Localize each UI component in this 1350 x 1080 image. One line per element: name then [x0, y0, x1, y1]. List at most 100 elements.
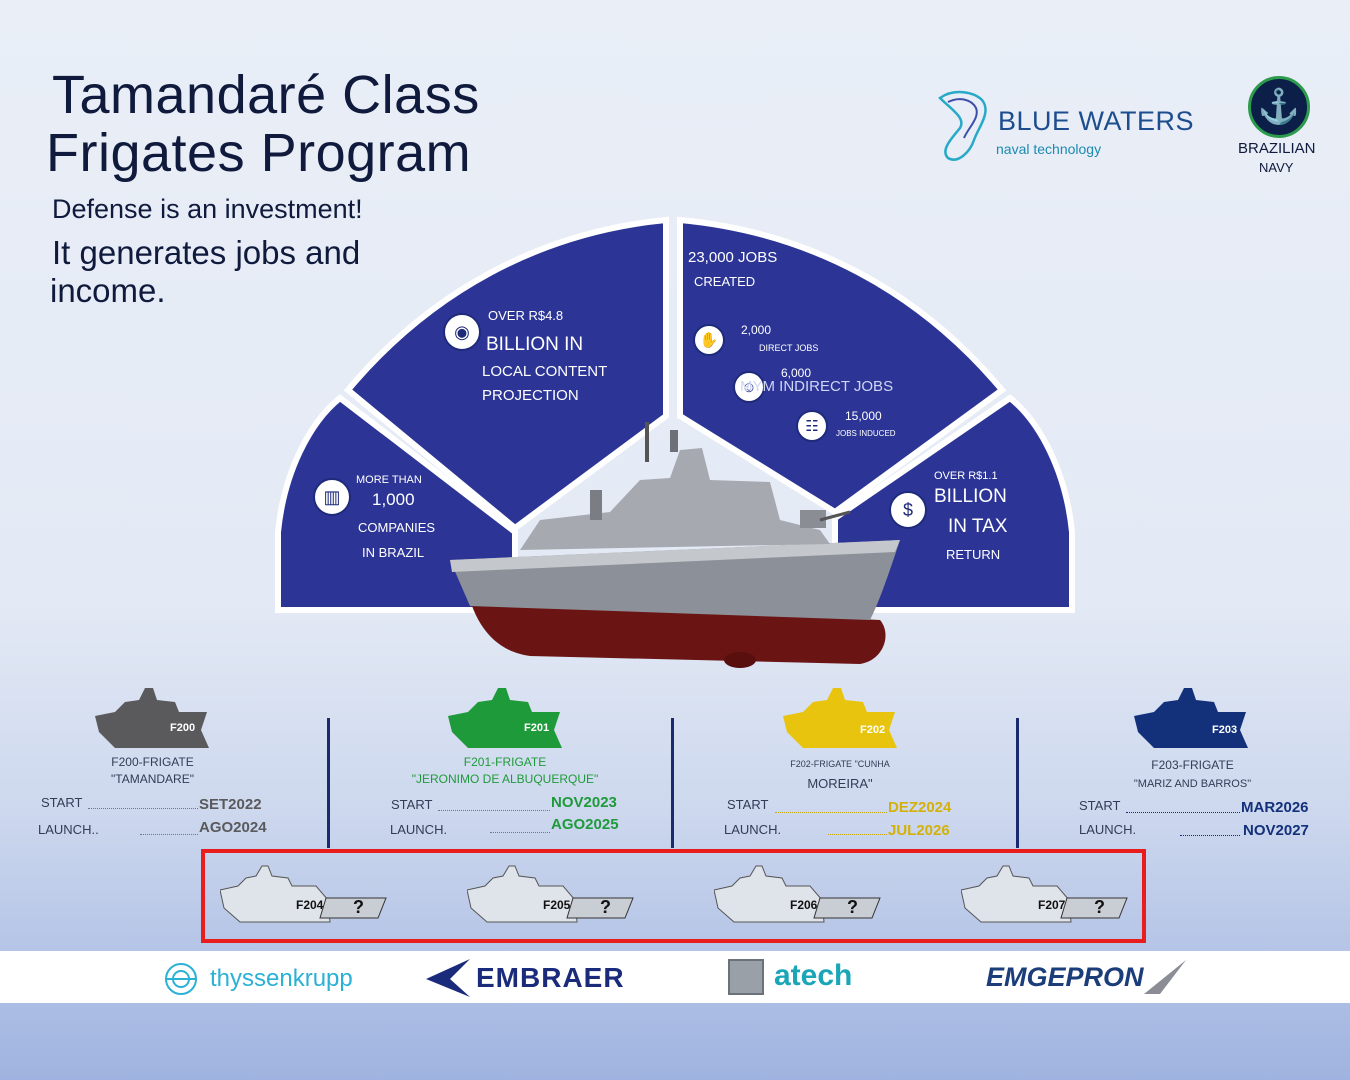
leader-dots	[438, 810, 550, 811]
frigate-f202-name2: MOREIRA"	[807, 776, 873, 791]
local-content-line2: LOCAL CONTENT	[482, 363, 608, 380]
frigate-f200-tag: F200	[170, 722, 196, 734]
timeline-divider	[1016, 718, 1019, 848]
frigate-f207-unknown: ?	[1094, 897, 1105, 917]
worker-icon: ☺	[733, 371, 765, 403]
frigate-f203-icon	[1134, 688, 1248, 748]
partner-embraer: EMBRAER	[476, 962, 625, 993]
frigate-f201-icon	[448, 688, 562, 748]
tax-pre: OVER R$1.1	[934, 470, 998, 482]
frigate-f203-name1: F203-FRIGATE	[1151, 758, 1234, 772]
companies-line1: COMPANIES	[358, 520, 436, 535]
money-hand-icon: $	[889, 491, 927, 529]
frigate-f201-start: NOV2023	[551, 794, 617, 811]
frigate-f205-tag: F205	[543, 898, 571, 912]
induced-jobs-label: JOBS INDUCED	[836, 429, 896, 438]
frigate-f200-name2: "TAMANDARE"	[111, 772, 194, 786]
tax-line1: BILLION	[934, 486, 1007, 507]
frigate-f204-tag: F204	[296, 898, 324, 912]
frigate-f201-launch-label: LAUNCH.	[390, 822, 448, 837]
tax-line3: RETURN	[946, 547, 1001, 562]
companies-line2: IN BRAZIL	[362, 545, 425, 560]
frigate-f204-icon	[220, 865, 387, 923]
fan-segment-jobs	[677, 216, 1007, 516]
frigate-f206-icon	[714, 865, 881, 923]
bluewaters-subtitle: naval technology	[996, 141, 1102, 157]
frigate-f202-launch: JUL2026	[888, 822, 950, 839]
thyssenkrupp-logo-icon	[165, 963, 197, 995]
frigate-f200-launch: AGO2024	[199, 819, 267, 836]
handshake-icon: ✋	[693, 324, 725, 356]
jobs-total: 23,000 JOBS	[688, 249, 778, 266]
frigate-f200-name1: F200-FRIGATE	[111, 755, 194, 769]
embraer-logo-icon	[426, 959, 470, 997]
frigate-f206-unknown: ?	[847, 897, 858, 917]
subtitle-investment: Defense is an investment!	[52, 194, 363, 224]
people-group-icon: ☷	[796, 410, 828, 442]
leader-dots	[88, 808, 198, 809]
navy-label-line1: BRAZILIAN	[1238, 140, 1316, 157]
navy-label-line2: NAVY	[1259, 160, 1294, 175]
subtitle-jobs: It generates jobs and	[52, 234, 361, 271]
emgepron-swoosh-icon	[1144, 960, 1186, 994]
leader-dots	[828, 834, 887, 835]
timeline-divider	[327, 718, 330, 848]
fan-segment-companies	[275, 394, 518, 613]
leader-dots	[1126, 812, 1240, 813]
anchor-icon: ⚓	[1248, 76, 1310, 138]
leader-dots	[140, 834, 198, 835]
timeline-divider	[671, 718, 674, 848]
frigate-f202-start: DEZ2024	[888, 799, 952, 816]
frigate-f202-icon	[783, 688, 897, 748]
frigate-f203-start-label: START	[1079, 798, 1121, 813]
page-title-line1: Tamandaré Class	[52, 65, 480, 125]
indirect-jobs-label: MYM INDIRECT JOBS	[740, 378, 894, 395]
local-content-line3: PROJECTION	[482, 387, 579, 404]
frigate-f201-start-label: START	[391, 797, 433, 812]
bluewaters-logo-icon	[938, 90, 987, 161]
partner-atech: atech	[774, 959, 853, 992]
partner-thyssenkrupp: thyssenkrupp	[210, 965, 353, 992]
companies-value: 1,000	[372, 490, 415, 509]
future-frigates-highlight	[201, 849, 1146, 943]
frigate-f205-icon	[467, 865, 634, 923]
atech-logo-icon	[728, 959, 764, 995]
local-content-line1: BILLION IN	[486, 334, 584, 355]
jobs-total-sub: CREATED	[694, 274, 756, 289]
frigate-f203-tag: F203	[1212, 724, 1238, 736]
leader-dots	[1180, 835, 1240, 836]
partners-bar	[0, 951, 1350, 1003]
frigate-f201-launch: AGO2025	[551, 816, 619, 833]
frigate-f201-name2: "JERONIMO DE ALBUQUERQUE"	[411, 772, 599, 786]
frigate-f202-start-label: START	[727, 797, 769, 812]
frigate-f206-tag: F206	[790, 898, 818, 912]
frigate-f202-name1: F202-FRIGATE "CUNHA	[790, 759, 890, 769]
frigate-f203-launch-label: LAUNCH.	[1079, 822, 1137, 837]
frigate-f201-name1: F201-FRIGATE	[463, 755, 547, 769]
factory-icon: ▥	[313, 478, 351, 516]
leader-dots	[775, 812, 887, 813]
frigate-f201-tag: F201	[524, 722, 550, 734]
frigate-f202-launch-label: LAUNCH.	[724, 822, 782, 837]
induced-jobs-value: 15,000	[845, 409, 882, 423]
frigate-f207-tag: F207	[1038, 898, 1066, 912]
frigate-f200-start: SET2022	[199, 796, 262, 813]
page-title-line2: Frigates Program	[46, 123, 472, 183]
frigate-f202-tag: F202	[860, 724, 886, 736]
fan-segment-local-content	[343, 216, 669, 532]
direct-jobs-value: 2,000	[741, 323, 772, 337]
leader-dots	[490, 832, 550, 833]
frigate-f207-icon	[961, 865, 1128, 923]
indirect-jobs-value: 6,000	[781, 366, 812, 380]
local-content-pre: OVER R$4.8	[488, 308, 564, 323]
frigate-f200-launch-label: LAUNCH..	[38, 822, 99, 837]
frigate-f200-icon	[95, 688, 209, 748]
companies-pre: MORE THAN	[356, 474, 422, 486]
frigate-illustration	[450, 422, 900, 668]
frigate-f203-launch: NOV2027	[1243, 822, 1309, 839]
frigate-f200-start-label: START	[41, 795, 83, 810]
subtitle-income: income.	[50, 272, 166, 309]
bluewaters-name: BLUE WATERS	[998, 106, 1195, 136]
direct-jobs-label: DIRECT JOBS	[759, 343, 819, 353]
frigate-f203-start: MAR2026	[1241, 799, 1309, 816]
